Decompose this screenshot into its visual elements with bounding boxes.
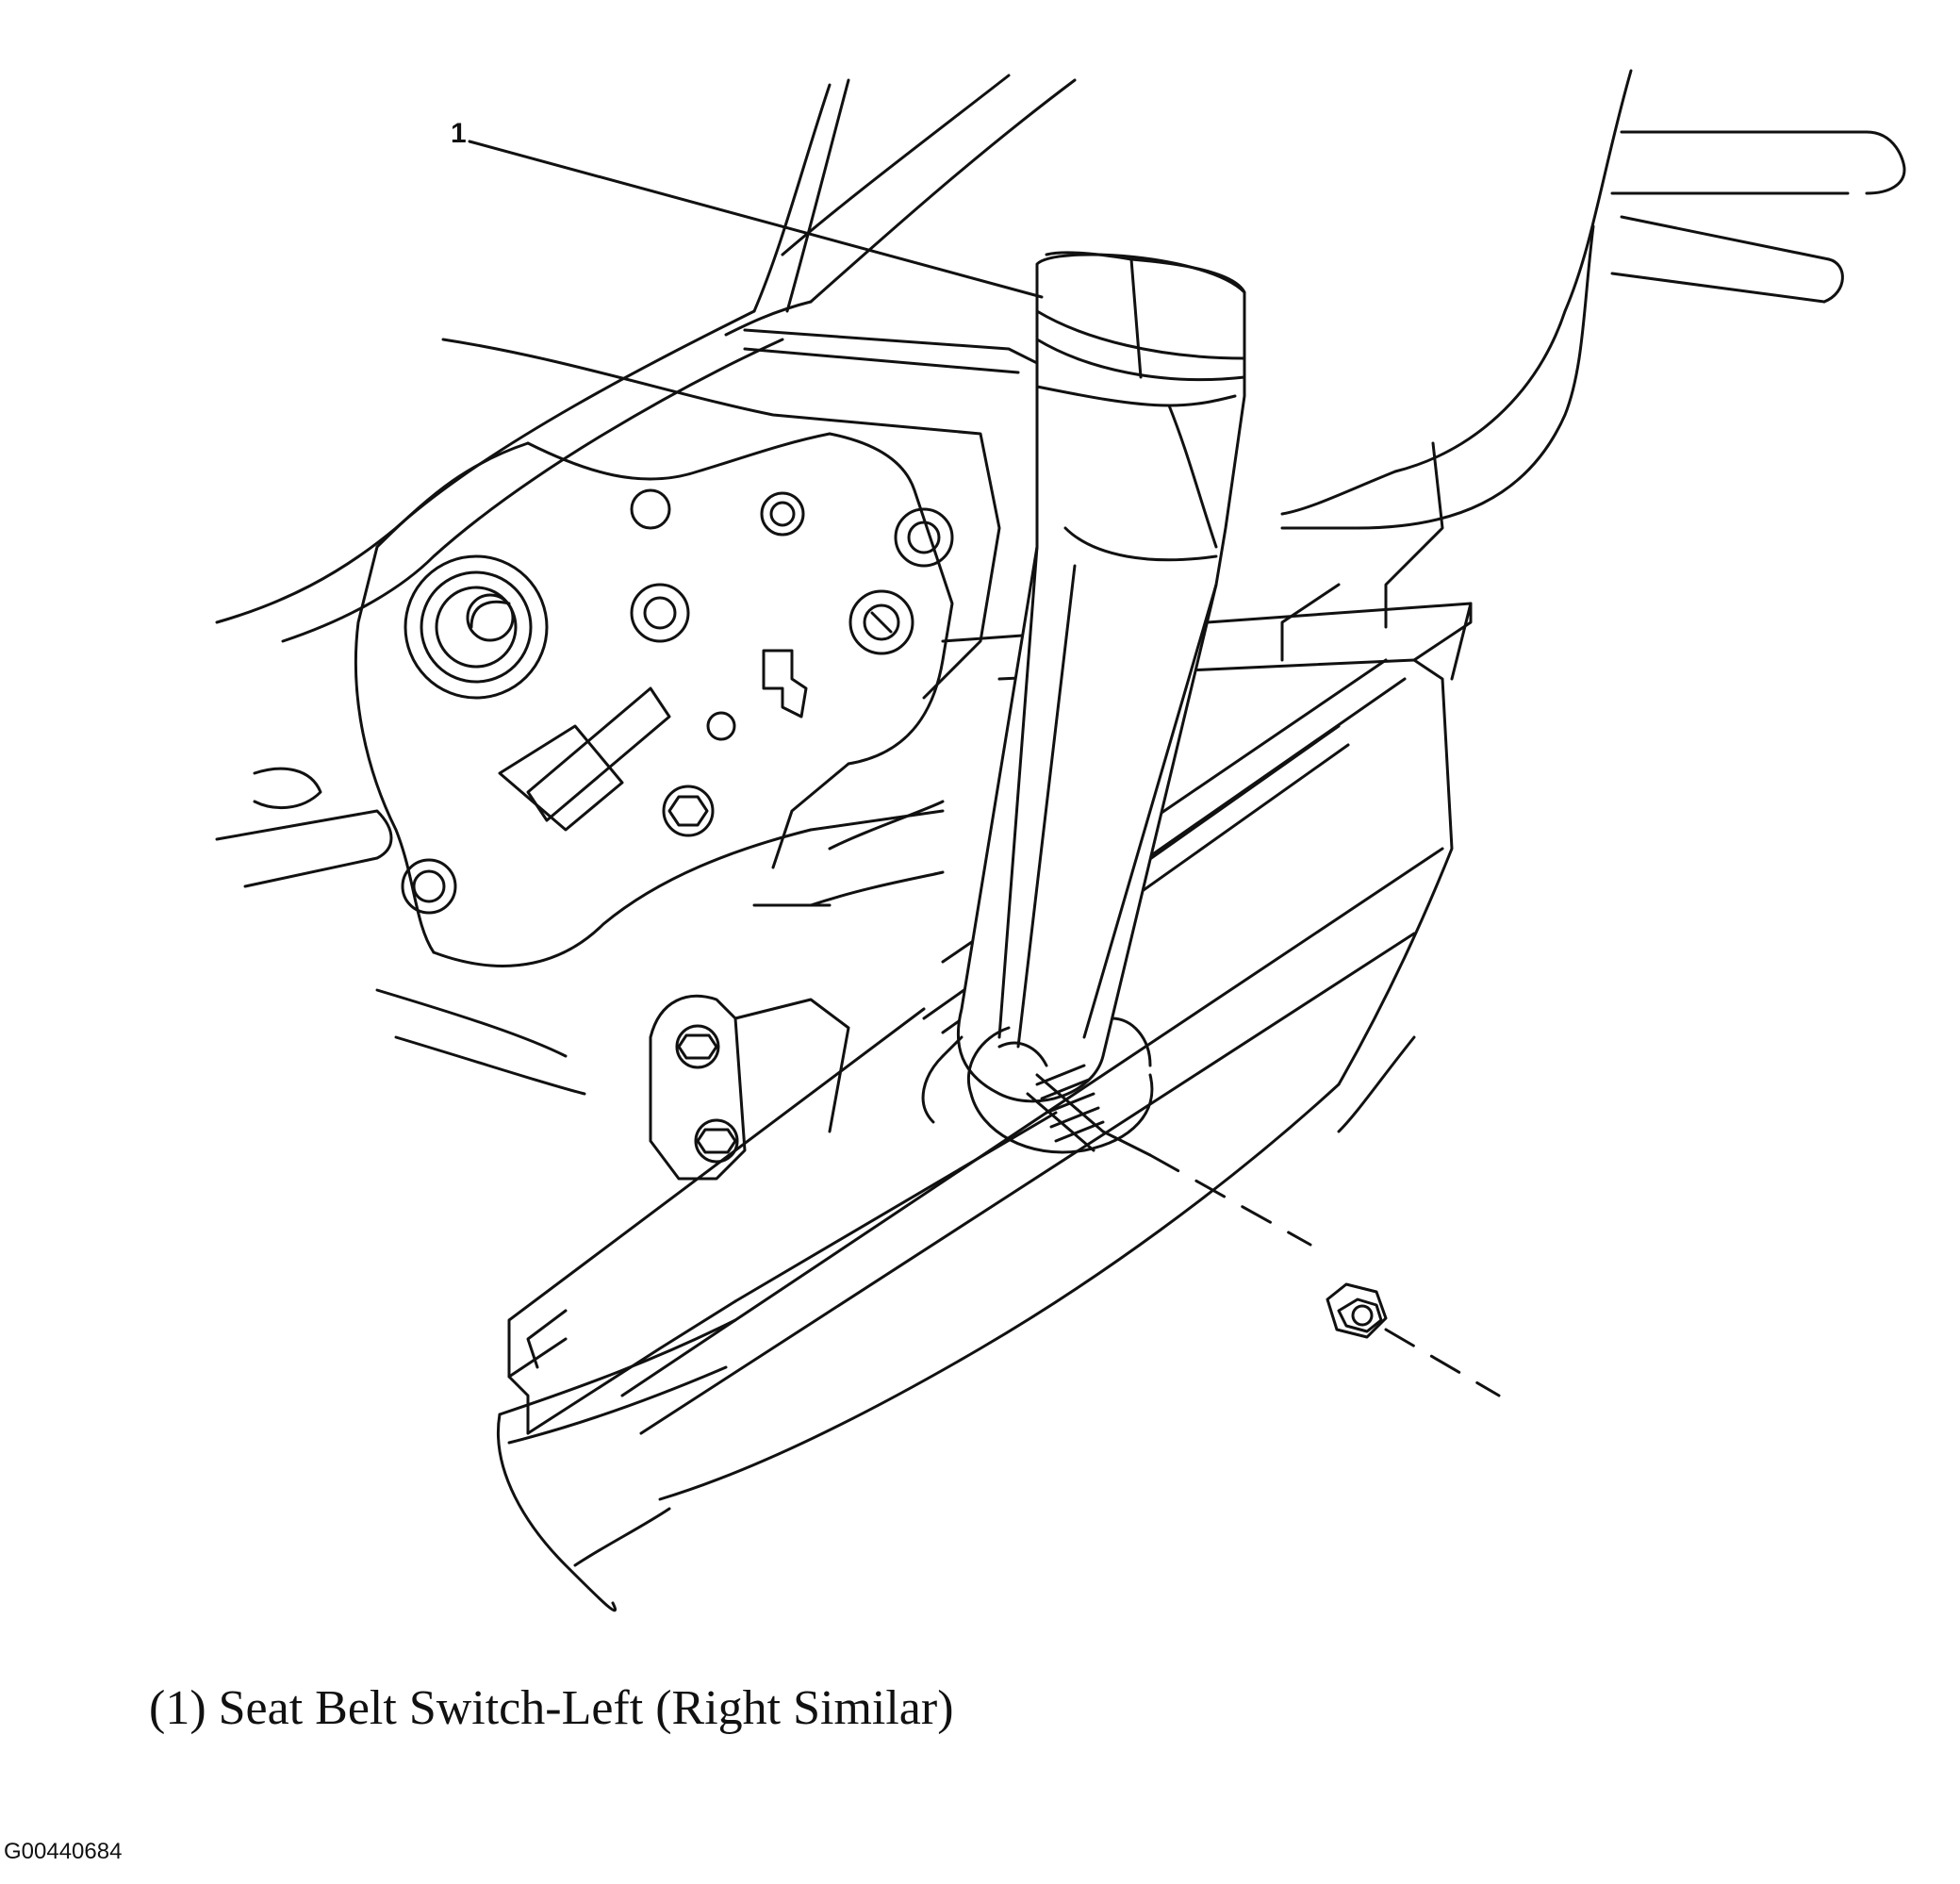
seat-belt-switch [921, 251, 1246, 1154]
recliner-mechanism [215, 338, 1001, 1096]
callout-leader-1 [468, 140, 1044, 299]
stud-and-nut [1026, 1064, 1501, 1397]
figure-caption: (1) Seat Belt Switch-Left (Right Similar… [149, 1681, 954, 1735]
seat-back-frame-right [1280, 69, 1906, 629]
mounting-bracket [649, 903, 850, 1181]
figure-id: G00440684 [4, 1839, 123, 1864]
callout-number-1: 1 [451, 118, 467, 149]
